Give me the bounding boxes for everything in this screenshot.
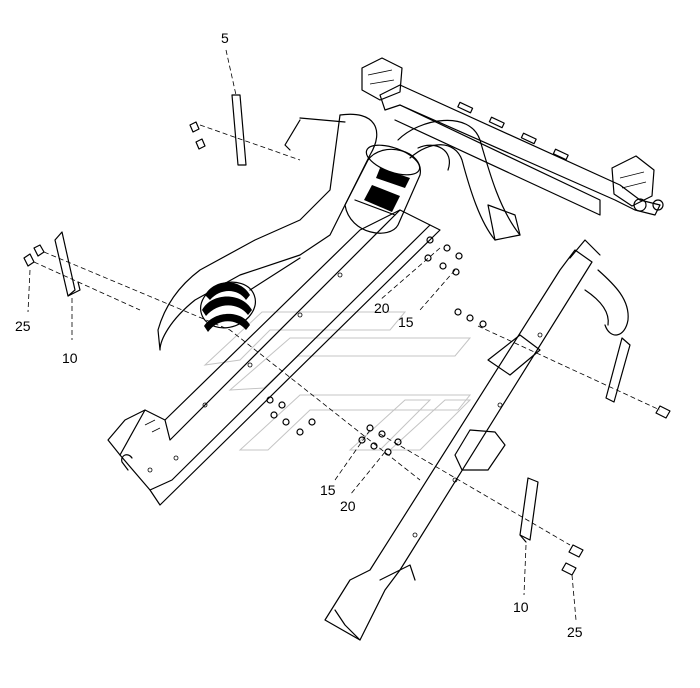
leader-lines	[27, 49, 661, 621]
watermark-logo	[203, 311, 472, 451]
bolt-rear	[655, 405, 671, 419]
intake-pipe	[397, 119, 629, 336]
callout-5: 5	[221, 30, 229, 46]
callout-10-right: 10	[513, 599, 529, 615]
washers-lower-left	[266, 396, 316, 436]
left-frame-rail	[107, 209, 441, 506]
bracket-left	[54, 231, 81, 297]
bolt-right	[561, 544, 584, 576]
callout-labels: 5 25 10 20 15 15 20 10 25	[15, 30, 583, 640]
rear-cross-member	[361, 57, 664, 216]
bolt-left	[23, 244, 45, 267]
callout-25-right: 25	[567, 624, 583, 640]
right-frame-rail	[324, 239, 601, 641]
callout-20-lower: 20	[340, 498, 356, 514]
callout-20-upper: 20	[374, 300, 390, 316]
bracket-rear-right	[605, 337, 631, 403]
bolt-top	[189, 121, 206, 150]
washers-lower-right	[358, 424, 402, 456]
air-cleaner	[344, 144, 451, 234]
strap-top	[231, 94, 247, 166]
washers-mid-right	[454, 308, 487, 328]
bracket-right	[519, 477, 539, 543]
callout-25-left: 25	[15, 318, 31, 334]
fender-cover	[157, 113, 378, 351]
callout-10-left: 10	[62, 350, 78, 366]
callout-15-lower: 15	[320, 482, 336, 498]
callout-15-upper: 15	[398, 314, 414, 330]
bellows-hose	[200, 257, 301, 332]
